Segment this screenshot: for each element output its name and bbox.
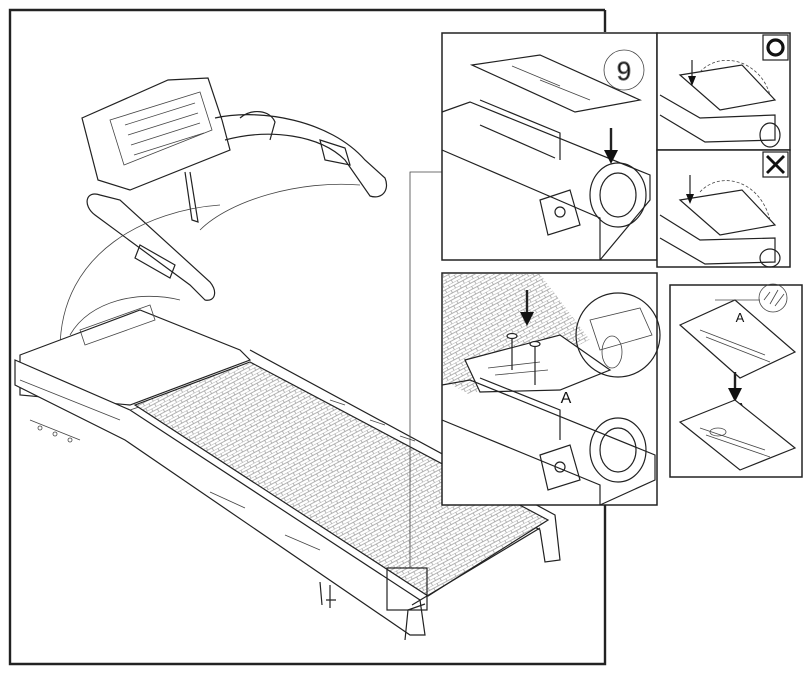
x-incorrect-icon bbox=[766, 155, 785, 174]
zoom-indicator bbox=[386, 171, 442, 611]
detail-panel-plate-placement: 9 bbox=[441, 32, 658, 261]
part-a-label-top: A bbox=[736, 310, 745, 325]
detail-panel-incorrect bbox=[656, 149, 791, 268]
detail-panel-screw-fastening: A bbox=[441, 272, 661, 506]
circle-correct-icon bbox=[766, 38, 785, 57]
part-a-label: A bbox=[561, 390, 572, 407]
main-frame bbox=[8, 8, 607, 666]
detail-panel-correct bbox=[656, 32, 791, 151]
screw-right bbox=[529, 340, 541, 385]
detail-panel-plate-flip: A A bbox=[669, 283, 803, 478]
treadmill-illustration bbox=[14, 77, 561, 641]
screw-left bbox=[506, 332, 518, 370]
step-number: 9 bbox=[617, 56, 631, 86]
